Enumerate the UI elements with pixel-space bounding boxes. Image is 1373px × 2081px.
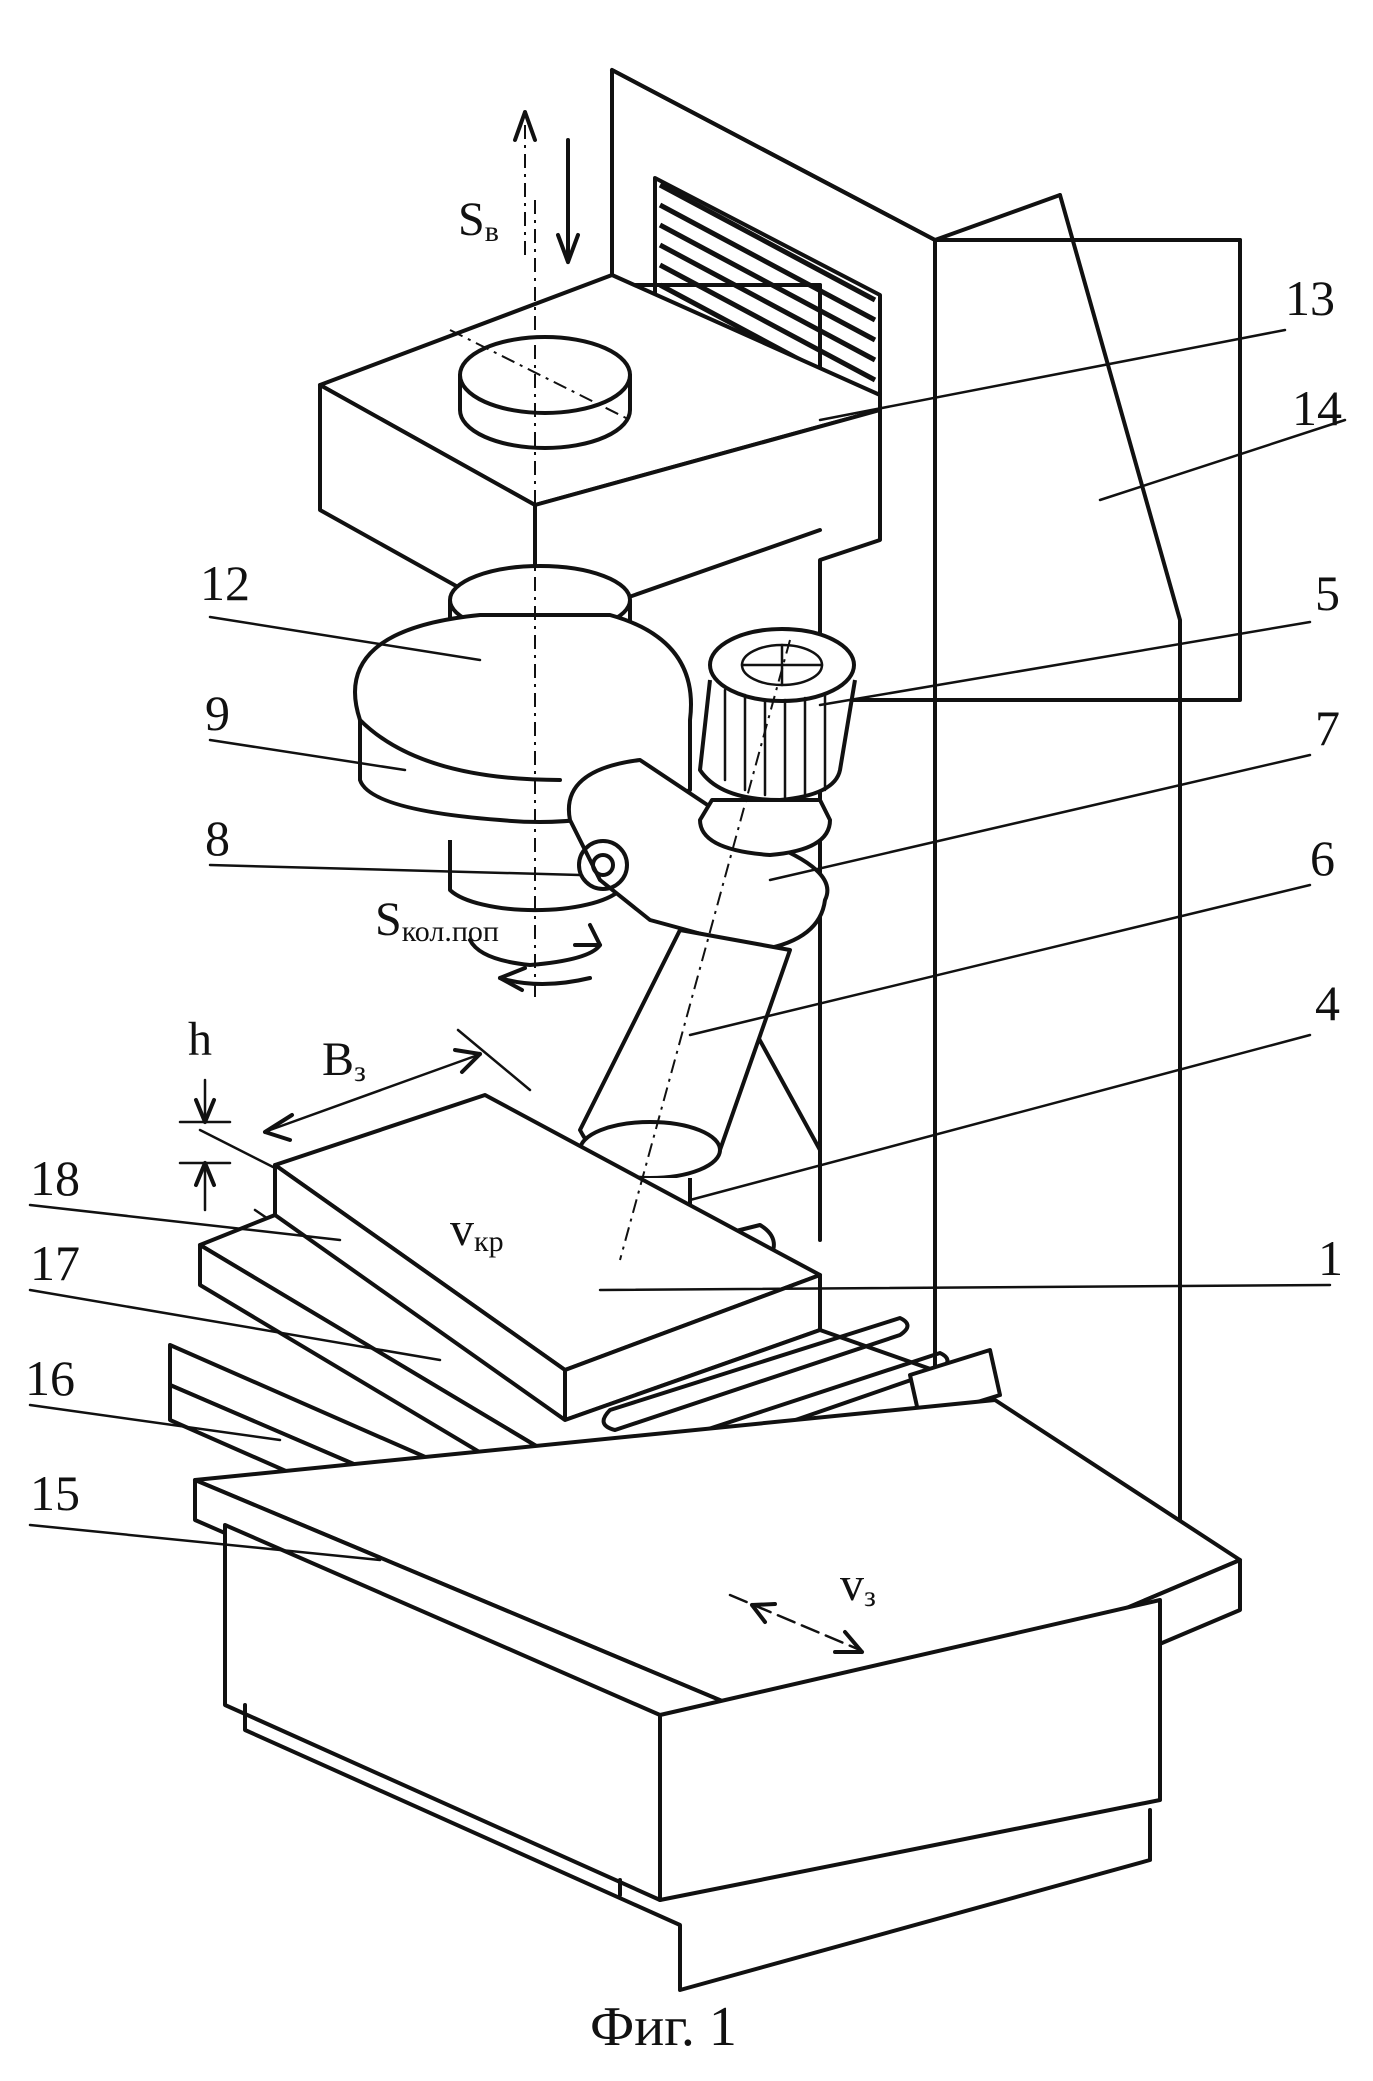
- dimension-h: [180, 1080, 230, 1210]
- label-h: h: [188, 1013, 212, 1066]
- feed-arrow-s-v: [515, 112, 578, 262]
- motor-5: [700, 629, 855, 855]
- callout-9: 9: [205, 685, 230, 741]
- callout-5: 5: [1315, 565, 1340, 621]
- callout-15: 15: [30, 1465, 80, 1521]
- callout-7: 7: [1315, 700, 1340, 756]
- figure-caption: Фиг. 1: [590, 1996, 737, 2058]
- label-b-z: Bз: [322, 1033, 366, 1088]
- callout-8: 8: [205, 810, 230, 866]
- callout-12: 12: [200, 555, 250, 611]
- callout-13: 13: [1285, 270, 1335, 326]
- base-15: [195, 1400, 1240, 1990]
- callout-17: 17: [30, 1235, 80, 1291]
- label-s-v: Sв: [458, 193, 499, 248]
- callout-18: 18: [30, 1150, 80, 1206]
- callout-16: 16: [25, 1350, 75, 1406]
- quill-6: [580, 930, 790, 1178]
- callout-4: 4: [1315, 975, 1340, 1031]
- callout-6: 6: [1310, 830, 1335, 886]
- callout-1: 1: [1318, 1230, 1343, 1286]
- callout-14: 14: [1292, 380, 1342, 436]
